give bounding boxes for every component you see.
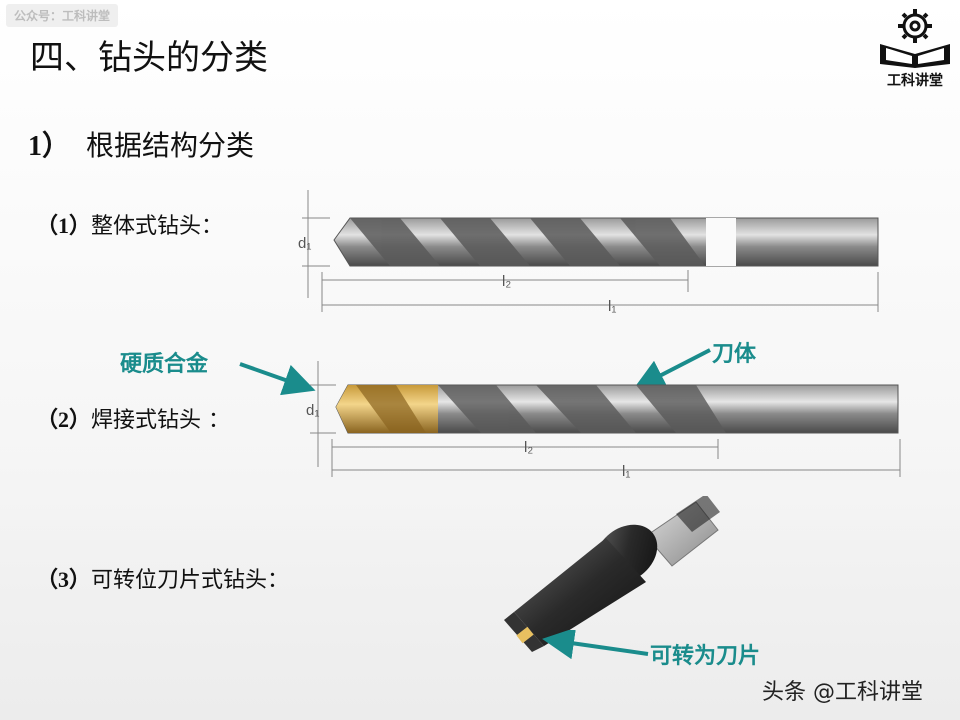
dim-d1: d₁ bbox=[298, 235, 311, 252]
indexable-drill-figure bbox=[504, 496, 720, 652]
page-title: 四、钻头的分类 bbox=[30, 38, 268, 78]
item-label: 焊接式钻头 ： bbox=[91, 408, 231, 433]
item-brazed-drill: （2）焊接式钻头 ： bbox=[36, 402, 230, 434]
callout-insert: 可转为刀片 bbox=[650, 644, 761, 669]
item-number: （2） bbox=[36, 407, 92, 432]
subtitle-text: 根据结构分类 bbox=[86, 129, 255, 162]
callout-arrow-insert bbox=[542, 630, 649, 660]
callout-arrows bbox=[239, 348, 711, 396]
item-number: （1） bbox=[36, 213, 92, 238]
solid-drill-figure: d₁ l₂ l₁ bbox=[298, 190, 879, 315]
subtitle-number: 1） bbox=[28, 131, 71, 162]
item-label: 整体式钻头： bbox=[91, 214, 224, 239]
watermark: 公众号：工科讲堂 bbox=[6, 4, 119, 27]
logo-text: 工科讲堂 bbox=[887, 73, 943, 89]
arrow-to-carbide bbox=[239, 362, 316, 396]
section-subtitle: 1） 根据结构分类 bbox=[28, 124, 254, 164]
item-label: 可转位刀片式钻头： bbox=[91, 568, 290, 593]
callout-carbide: 硬质合金 bbox=[120, 352, 209, 377]
item-number: （3） bbox=[36, 567, 92, 592]
arrow-to-body bbox=[632, 348, 711, 390]
dim-l1: l₁ bbox=[608, 298, 616, 315]
arrow-to-insert bbox=[542, 630, 649, 660]
brazed-drill-figure: d₁ l₂ l₁ bbox=[306, 361, 901, 480]
dim-l2: l₂ bbox=[502, 273, 511, 290]
dim-l2: l₂ bbox=[524, 439, 533, 456]
logo: 工科讲堂 bbox=[872, 4, 958, 89]
footer-credit: 头条 @工科讲堂 bbox=[762, 680, 923, 705]
gear-book-icon bbox=[880, 9, 950, 68]
item-indexable-drill: （3）可转位刀片式钻头： bbox=[36, 562, 289, 594]
dim-d1: d₁ bbox=[306, 402, 319, 419]
dim-l1: l₁ bbox=[622, 463, 630, 480]
callout-body: 刀体 bbox=[712, 342, 757, 367]
item-solid-drill: （1）整体式钻头： bbox=[36, 208, 223, 240]
